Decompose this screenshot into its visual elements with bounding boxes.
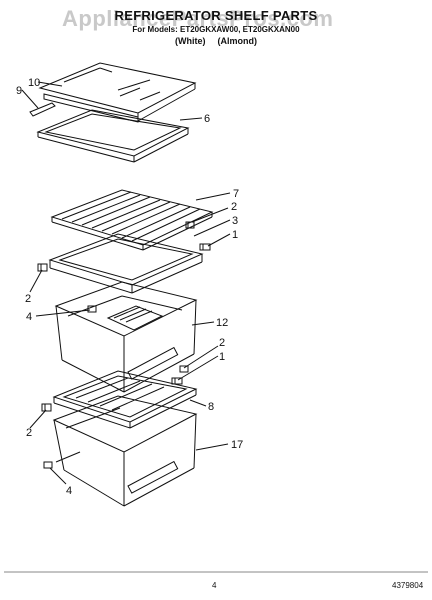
slide-bracket-2d — [41, 403, 52, 412]
slide-bracket-1b — [171, 377, 183, 385]
callout-4-lower: 4 — [66, 485, 72, 497]
callout-2-left: 2 — [25, 293, 31, 305]
slide-bracket-1a — [199, 243, 211, 251]
slide-bracket-2c — [179, 365, 189, 373]
slide-bracket-2a — [185, 221, 195, 229]
callout-10: 10 — [28, 77, 40, 89]
page-number: 4 — [212, 581, 217, 590]
cover-frame-3 — [48, 233, 204, 294]
slide-bracket-2b — [37, 263, 48, 272]
leader-lines — [21, 81, 231, 485]
callout-7: 7 — [233, 188, 239, 200]
callout-8: 8 — [208, 401, 214, 413]
callout-3: 3 — [232, 215, 238, 227]
callout-1-upper: 1 — [232, 229, 238, 241]
page-title: REFRIGERATOR SHELF PARTS — [114, 8, 318, 23]
shelf-trim-9 — [29, 102, 56, 117]
callout-2-upper: 2 — [231, 201, 237, 213]
glass-shelf-10 — [38, 62, 197, 123]
callout-17: 17 — [231, 439, 243, 451]
part-number: 4379804 — [392, 581, 424, 590]
callout-12: 12 — [216, 317, 228, 329]
shelf-frame-6 — [36, 109, 190, 163]
crisper-drawer-17 — [52, 395, 198, 507]
color-line: (White) (Almond) — [0, 36, 432, 46]
roller-4b — [43, 461, 53, 469]
callout-9: 9 — [16, 85, 22, 97]
callout-labels: 10 9 6 7 2 3 1 2 4 12 2 1 8 2 17 4 — [16, 77, 243, 497]
callout-1-lower: 1 — [219, 351, 225, 363]
model-line: For Models: ET20GKXAW00, ET20GKXAN00 — [132, 25, 300, 34]
callout-6: 6 — [204, 113, 210, 125]
crisper-cover-7 — [50, 189, 214, 251]
roller-4a — [87, 305, 97, 313]
crisper-drawer-12 — [54, 281, 198, 393]
callout-4-upper: 4 — [26, 311, 32, 323]
callout-2-lower: 2 — [26, 427, 32, 439]
color-almond: (Almond) — [217, 36, 258, 46]
callout-2-middle: 2 — [219, 337, 225, 349]
color-white: (White) — [175, 36, 206, 46]
watermark: AppliancePartsPros.com — [62, 6, 334, 31]
